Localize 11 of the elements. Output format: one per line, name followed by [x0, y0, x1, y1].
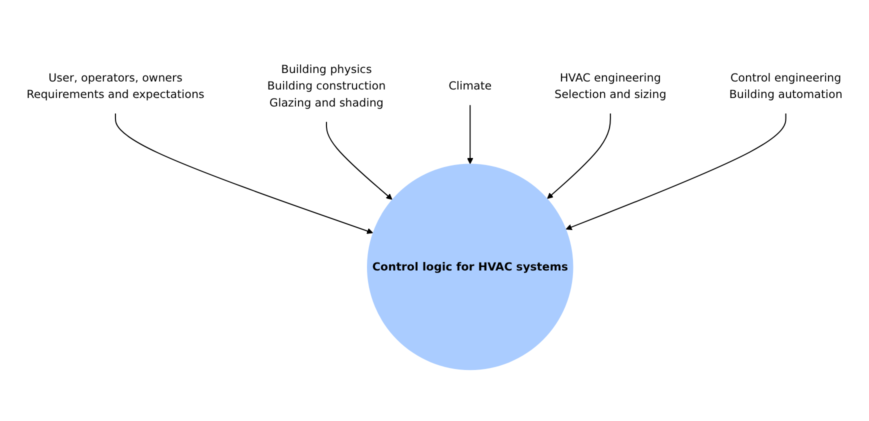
- node-text: Building physics Building construction Glazing and shading: [267, 62, 386, 110]
- arrow: [326, 122, 392, 200]
- arrow: [114, 114, 374, 234]
- node-circle: Control logic for HVAC systems: [366, 164, 574, 370]
- node-text: Control engineering Building automation: [729, 71, 842, 102]
- arrow: [467, 105, 474, 164]
- arrow: [566, 114, 786, 230]
- arrow: [547, 114, 611, 200]
- node-text: Climate: [448, 79, 492, 93]
- node-text: HVAC engineering Selection and sizing: [554, 71, 666, 102]
- node-text: User, operators, owners Requirements and expectations: [26, 71, 204, 102]
